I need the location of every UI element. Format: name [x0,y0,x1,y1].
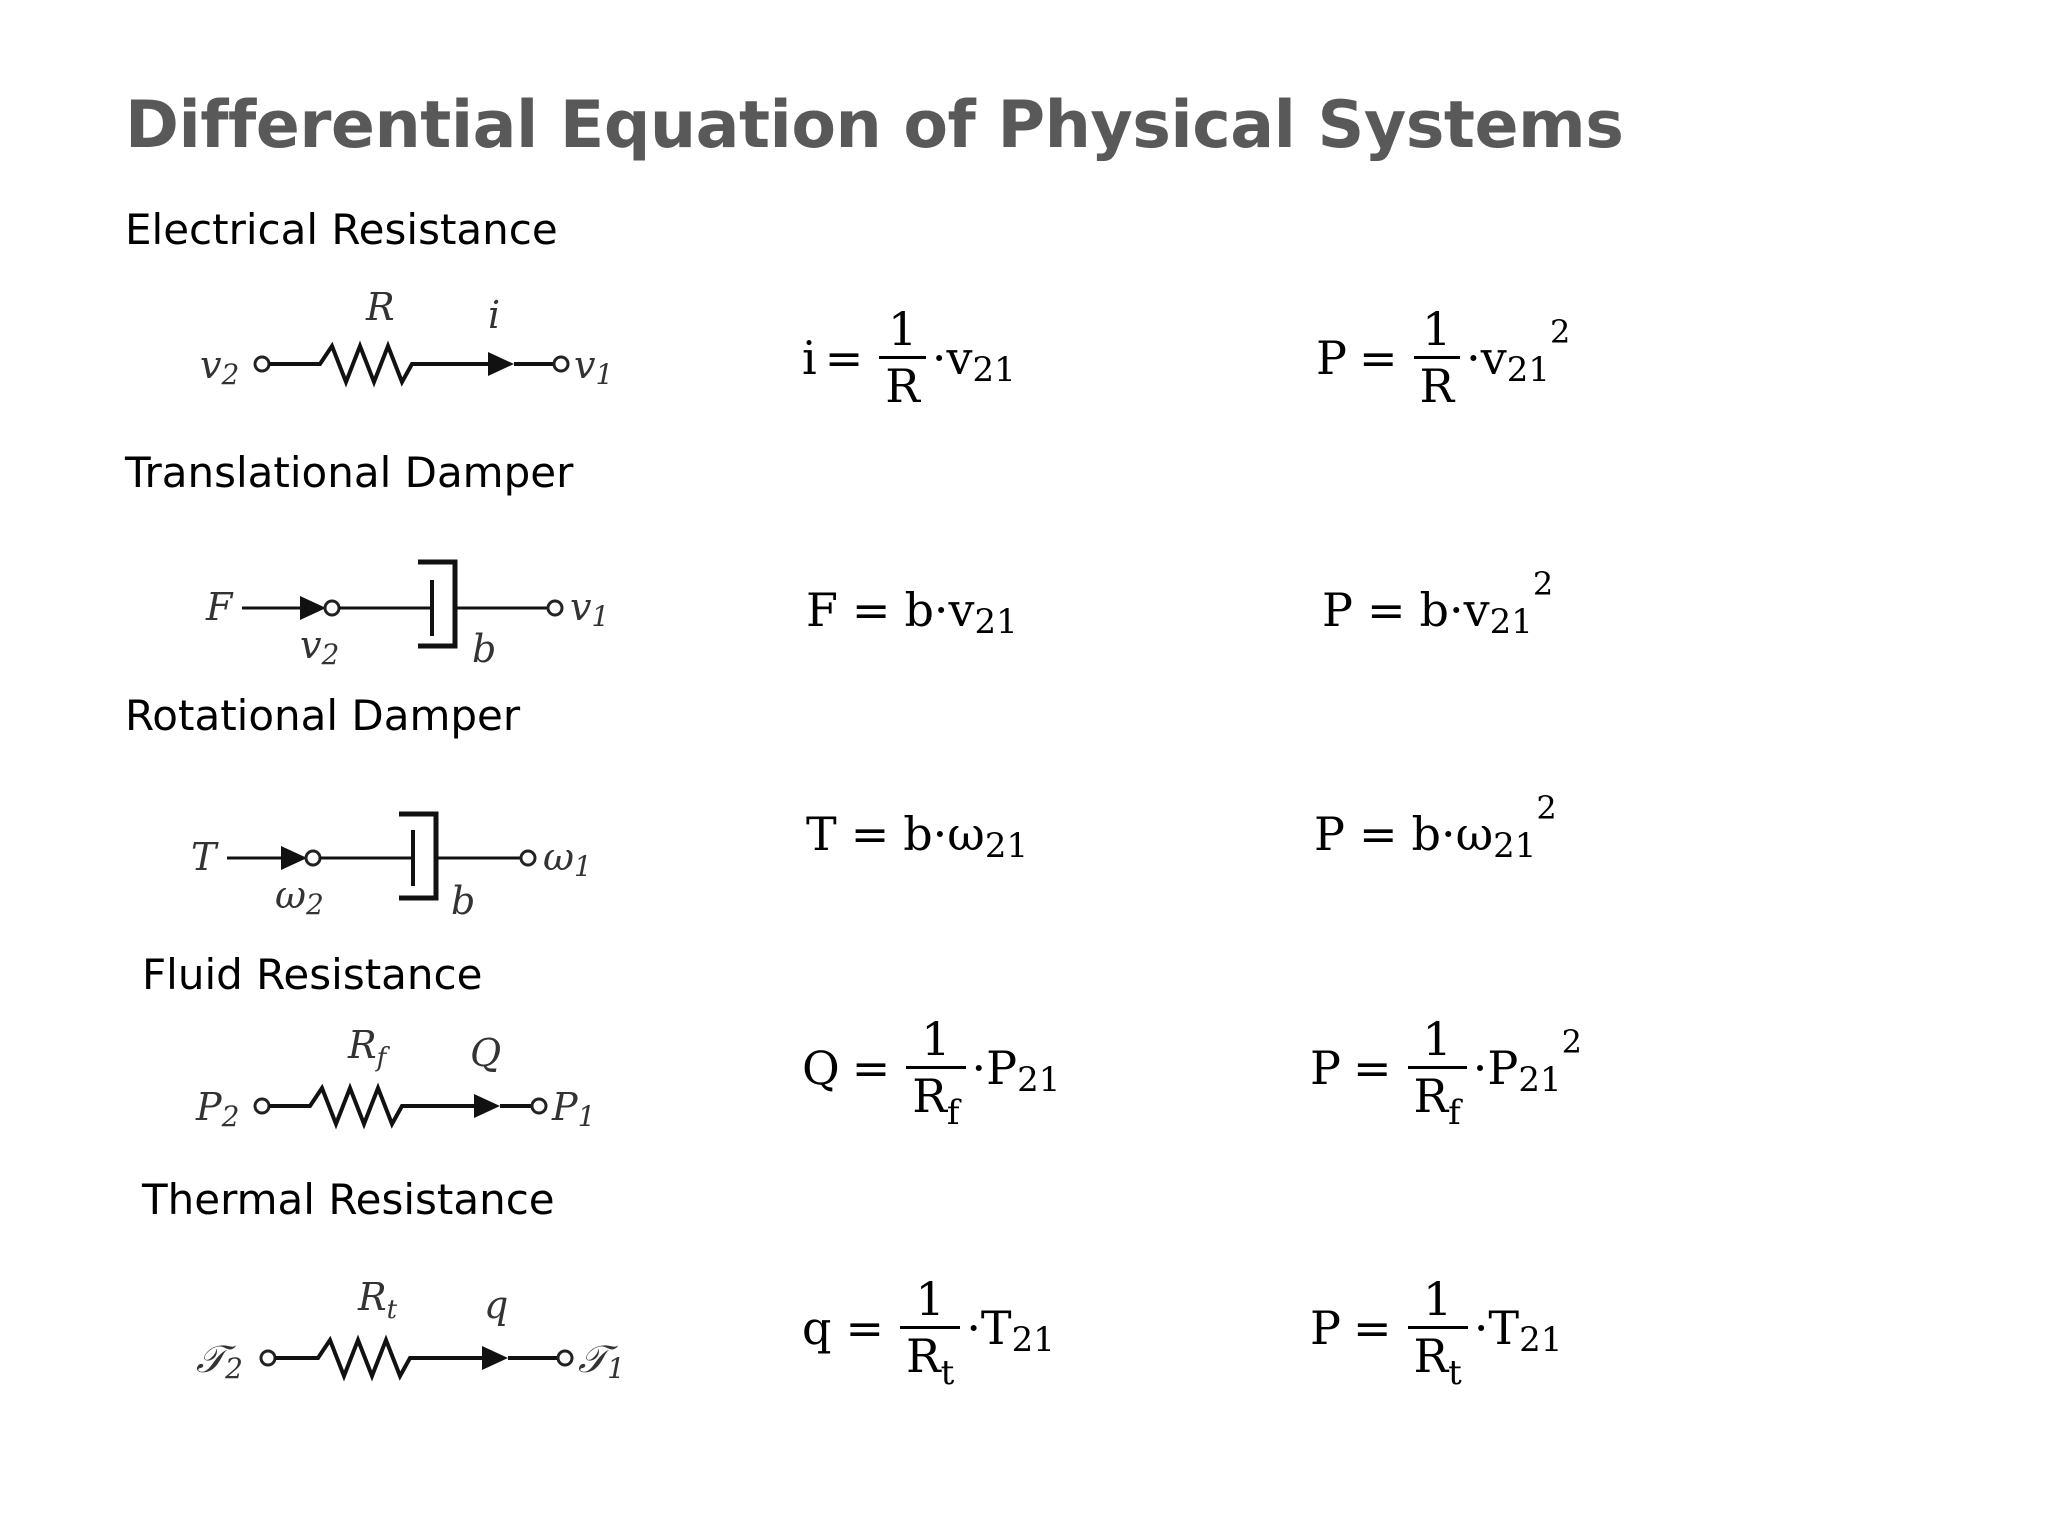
right-node-label: v1 [570,585,609,633]
resistor-symbol [269,340,490,388]
element-label: R [365,285,395,329]
flow-label: i [488,293,500,337]
rotational-damper-diagram: T ω1 ω2 b [191,811,592,920]
left-node-label: v2 [200,343,239,391]
section-label: Fluid Resistance [142,950,483,999]
left-terminal [253,1097,271,1115]
right-node-label: ω1 [543,835,592,883]
right-node-label: v1 [574,343,613,391]
resistor-diagram: v2 v1 R i [200,285,613,391]
damper-diagram: F v1 v2 b [205,559,609,670]
resistor-symbol [269,1082,476,1130]
right-node-label: 𝒯1 [578,1337,625,1385]
right-terminal [519,849,537,867]
left-terminal [253,355,271,373]
left-terminal [304,849,322,867]
right-terminal [530,1097,548,1115]
element-label: b [472,627,496,670]
torque-label: T [191,835,219,879]
right-terminal [556,1349,574,1367]
right-terminal [552,355,570,373]
force-arrow [300,596,326,620]
left-node-label: ω2 [275,873,324,920]
left-node-label: 𝒯2 [196,1337,243,1385]
resistor-symbol [275,1334,484,1382]
section-label: Rotational Damper [125,691,521,740]
right-node-label: P1 [551,1085,595,1133]
flow-label: q [484,1283,508,1327]
slide-title: Differential Equation of Physical System… [125,88,1624,163]
flow-arrow [488,352,514,376]
force-label: F [205,585,234,629]
flow-arrow [482,1346,508,1370]
left-node-label: P2 [195,1085,239,1133]
left-terminal [259,1349,277,1367]
left-terminal [323,599,341,617]
flow-label: Q [470,1031,501,1075]
damper-cylinder [418,559,458,649]
flow-arrow [474,1094,500,1118]
left-node-label: v2 [300,623,339,670]
section-label: Electrical Resistance [125,205,558,254]
section-label: Thermal Resistance [142,1175,555,1224]
element-label: Rt [357,1275,398,1325]
right-terminal [546,599,564,617]
element-label: Rf [347,1023,391,1073]
element-label: b [451,879,475,920]
torque-arrow [281,846,307,870]
thermal-resistor-diagram: 𝒯2 𝒯1 Rt q [196,1275,625,1385]
fluid-resistor-diagram: P2 P1 Rf Q [195,1023,595,1133]
damper-cylinder [399,811,439,901]
section-label: Translational Damper [125,448,574,497]
